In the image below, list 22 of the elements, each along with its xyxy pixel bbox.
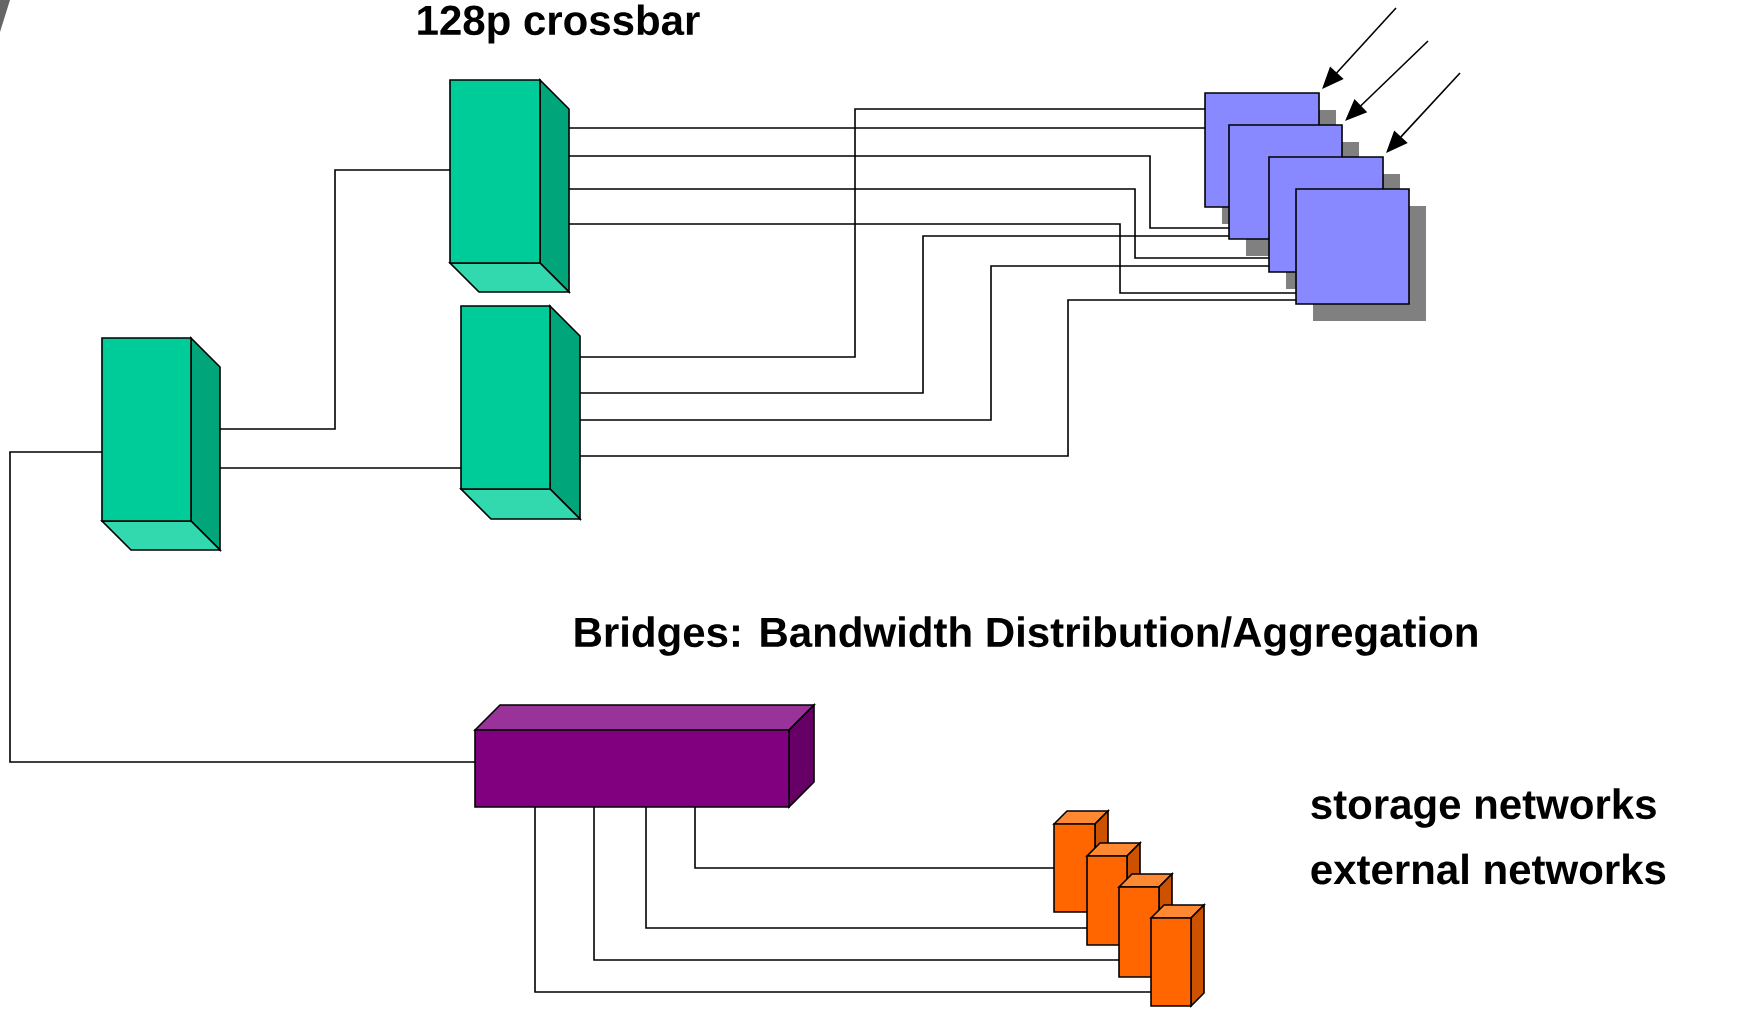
- connector-line: [579, 265, 1270, 421]
- connector-line: [219, 467, 462, 469]
- label-text: storage networks: [1311, 788, 1656, 828]
- connector-line: [568, 188, 1270, 259]
- arrow: [1345, 40, 1429, 121]
- processor-square: [1295, 188, 1426, 321]
- connector-line: [645, 806, 1088, 929]
- connector-line: [534, 806, 1152, 993]
- connector-line: [219, 169, 451, 430]
- connector-line: [568, 223, 1297, 294]
- connector-line: [568, 155, 1230, 229]
- arrow: [1386, 72, 1461, 153]
- connector-line: [568, 127, 1206, 129]
- connector-line: [694, 806, 1055, 869]
- label-text: external networks: [1311, 853, 1666, 885]
- connector-line: [9, 451, 476, 763]
- arrow: [1322, 7, 1397, 89]
- label-text: Bridges: Bandwidth Distribution/Aggregation: [575, 616, 1477, 656]
- connector-line: [593, 806, 1120, 961]
- connector-line: [579, 108, 1206, 358]
- connector-line: [579, 299, 1297, 457]
- connector-line: [579, 235, 1230, 394]
